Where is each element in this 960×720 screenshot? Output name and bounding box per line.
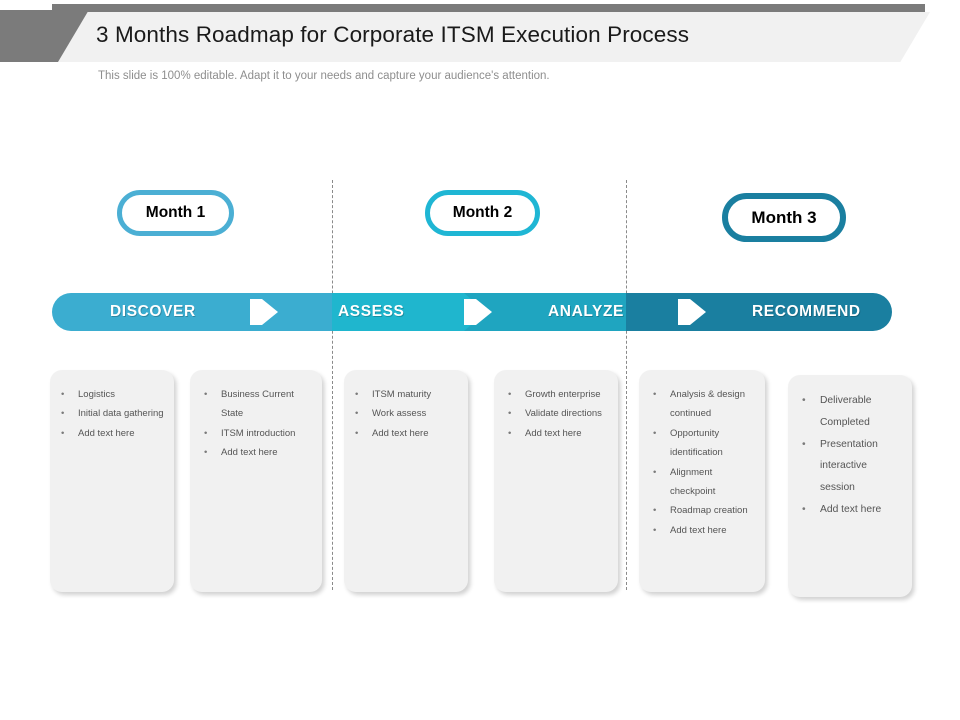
- process-segment-recommend: [678, 293, 892, 331]
- header-top-accent-bar: [52, 4, 925, 12]
- list-item: • Validate directions: [508, 404, 609, 423]
- list-item: • Add text here: [653, 521, 756, 540]
- content-card-5[interactable]: • Analysis & design continued • Opportun…: [639, 370, 765, 592]
- list-item-label: Initial data gathering: [78, 408, 164, 420]
- bullet-glyph: •: [355, 408, 359, 420]
- bullet-list: • Logistics • Initial data gathering • A…: [61, 385, 165, 443]
- list-item-label: Deliverable Completed: [820, 395, 872, 428]
- list-item-label: Add text here: [221, 447, 278, 459]
- list-item-label: Add text here: [525, 427, 582, 439]
- header-title-banner: [58, 12, 930, 62]
- bullet-list: • ITSM maturity • Work assess • Add text…: [355, 385, 459, 443]
- process-label-assess: ASSESS: [338, 303, 405, 320]
- list-item: • Business Current State: [204, 385, 313, 424]
- process-label-recommend: RECOMMEND: [752, 303, 861, 320]
- list-item: • Add text here: [508, 424, 609, 443]
- list-item: • Alignment checkpoint: [653, 463, 756, 502]
- bullet-glyph: •: [653, 427, 657, 439]
- bullet-glyph: •: [653, 524, 657, 536]
- list-item-label: Add text here: [670, 524, 727, 536]
- bullet-glyph: •: [61, 389, 65, 400]
- bullet-glyph: •: [204, 389, 208, 400]
- bullet-glyph: •: [355, 389, 359, 400]
- list-item-label: Growth enterprise: [525, 389, 601, 400]
- bullet-glyph: •: [653, 505, 657, 517]
- list-item-label: Roadmap creation: [670, 505, 748, 517]
- bullet-glyph: •: [204, 427, 208, 439]
- timeline-divider-1: [332, 180, 333, 590]
- list-item: • Analysis & design continued: [653, 385, 756, 424]
- chevron-notch-icon-1: [250, 299, 278, 325]
- list-item-label: ITSM maturity: [372, 389, 432, 400]
- list-item: • Initial data gathering: [61, 404, 165, 423]
- list-item-label: Alignment checkpoint: [670, 466, 716, 498]
- bullet-glyph: •: [204, 447, 208, 459]
- bullet-glyph: •: [508, 427, 512, 439]
- page-subtitle: This slide is 100% editable. Adapt it to…: [98, 70, 550, 82]
- bullet-glyph: •: [802, 503, 806, 515]
- month-badge-2[interactable]: Month 2: [425, 190, 540, 236]
- bullet-glyph: •: [802, 438, 806, 450]
- list-item: • Add text here: [204, 443, 313, 462]
- bullet-glyph: •: [653, 466, 657, 478]
- page-title: 3 Months Roadmap for Corporate ITSM Exec…: [96, 22, 690, 47]
- list-item: • Deliverable Completed: [802, 390, 903, 434]
- list-item: • ITSM introduction: [204, 424, 313, 443]
- process-chevron-bar: [52, 293, 911, 331]
- list-item-label: Add text here: [78, 427, 135, 439]
- bullet-glyph: •: [355, 427, 359, 439]
- month-badge-label: Month 1: [145, 204, 206, 221]
- list-item-label: Work assess: [372, 408, 427, 420]
- list-item-label: Add text here: [372, 427, 429, 439]
- content-card-3[interactable]: • ITSM maturity • Work assess • Add text…: [344, 370, 468, 592]
- list-item-label: Add text here: [820, 503, 882, 515]
- month-badge-label: Month 3: [751, 207, 817, 227]
- chevron-notch-icon-2: [464, 299, 492, 325]
- bullet-glyph: •: [653, 389, 657, 400]
- list-item: • Roadmap creation: [653, 501, 756, 520]
- process-label-discover: DISCOVER: [110, 303, 196, 320]
- list-item-label: Analysis & design continued: [670, 389, 745, 420]
- list-item: • Presentation interactive session: [802, 434, 903, 499]
- content-card-4[interactable]: • Growth enterprise • Validate direction…: [494, 370, 618, 592]
- month-badge-3[interactable]: Month 3: [722, 193, 846, 242]
- list-item: • Work assess: [355, 404, 459, 423]
- month-badge-label: Month 2: [452, 204, 513, 221]
- bullet-list: • Business Current State • ITSM introduc…: [204, 385, 313, 463]
- timeline-divider-2: [626, 180, 627, 590]
- list-item-label: Logistics: [78, 389, 115, 400]
- chevron-notch-icon-3: [678, 299, 706, 325]
- process-segment-discover: [52, 293, 278, 331]
- list-item-label: Opportunity identification: [670, 427, 723, 459]
- list-item: • Add text here: [61, 424, 165, 443]
- list-item-label: Presentation interactive session: [820, 438, 878, 494]
- bullet-glyph: •: [61, 408, 65, 420]
- bullet-glyph: •: [802, 395, 806, 406]
- list-item: • Growth enterprise: [508, 385, 609, 404]
- month-badge-1[interactable]: Month 1: [117, 190, 234, 236]
- list-item: • Add text here: [802, 499, 903, 521]
- process-label-analyze: ANALYZE: [548, 303, 624, 320]
- content-card-2[interactable]: • Business Current State • ITSM introduc…: [190, 370, 322, 592]
- list-item: • Add text here: [355, 424, 459, 443]
- list-item: • ITSM maturity: [355, 385, 459, 404]
- list-item-label: Validate directions: [525, 408, 602, 420]
- bullet-list: • Deliverable Completed • Presentation i…: [802, 390, 903, 521]
- list-item-label: ITSM introduction: [221, 427, 296, 439]
- content-card-6[interactable]: • Deliverable Completed • Presentation i…: [788, 375, 912, 597]
- list-item: • Opportunity identification: [653, 424, 756, 463]
- list-item-label: Business Current State: [221, 389, 294, 420]
- bullet-glyph: •: [508, 408, 512, 420]
- list-item: • Logistics: [61, 385, 165, 404]
- content-card-1[interactable]: • Logistics • Initial data gathering • A…: [50, 370, 174, 592]
- bullet-list: • Analysis & design continued • Opportun…: [653, 385, 756, 540]
- bullet-glyph: •: [508, 389, 512, 400]
- bullet-list: • Growth enterprise • Validate direction…: [508, 385, 609, 443]
- bullet-glyph: •: [61, 427, 65, 439]
